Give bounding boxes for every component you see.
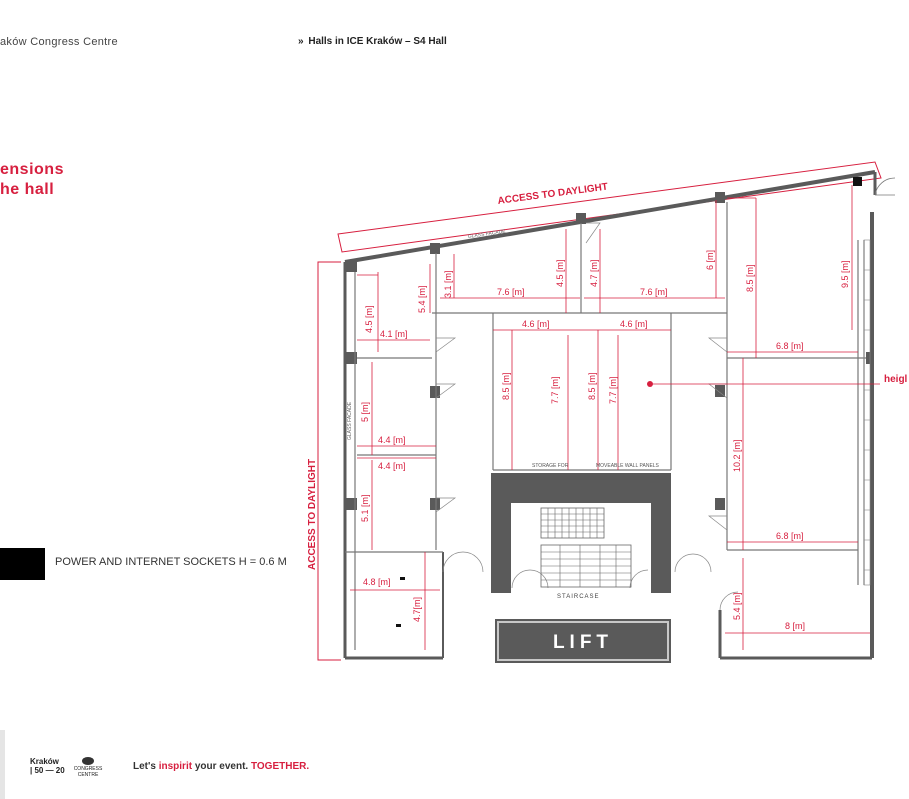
access-daylight-left-label: ACCESS TO DAYLIGHT [307, 459, 318, 570]
section-title-line1: ensions [0, 161, 64, 178]
dim-label: 8.5 [m] [745, 264, 755, 292]
dim-label: 7.6 [m] [497, 287, 525, 297]
slogan-part1: Let's [133, 761, 159, 772]
dim-label: 4.1 [m] [380, 329, 408, 339]
access-daylight-top-label: ACCESS TO DAYLIGHT [497, 182, 609, 207]
height-marker-dot [647, 381, 653, 387]
dim-label: 3.1 [m] [443, 270, 453, 298]
outer-walls [343, 170, 877, 660]
right-windows [863, 239, 871, 586]
dim-label: 4.4 [m] [378, 461, 406, 471]
header-breadcrumb: » Halls in ICE Kraków – S4 Hall [298, 36, 447, 47]
footer-slogan: Let's inspirit your event. TOGETHER. [133, 761, 309, 772]
dim-label: 4.5 [m] [364, 305, 374, 333]
sockets-legend-label: POWER AND INTERNET SOCKETS H = 0.6 M [55, 556, 287, 568]
dim-label: 4.8 [m] [363, 577, 391, 587]
slogan-together: TOGETHER. [250, 761, 310, 772]
breadcrumb-text: Halls in ICE Kraków – S4 Hall [308, 36, 447, 47]
dim-label: 4.7 [m] [589, 259, 599, 287]
core-block [491, 473, 671, 593]
dim-label: 6 [m] [705, 250, 715, 270]
daylight-band-left [317, 261, 341, 661]
lift-sign: LIFT [495, 619, 671, 663]
glass-facade-top-label: GLASS FACADE [467, 229, 506, 240]
storage-label: STORAGE FOR [532, 463, 569, 469]
dim-label: 4.6 [m] [620, 319, 648, 329]
dim-label: 8.5 [m] [501, 372, 511, 400]
door-top-right [874, 177, 896, 196]
dim-label: 4.6 [m] [522, 319, 550, 329]
dim-label: 7.7 [m] [550, 376, 560, 404]
dim-label: 5.1 [m] [360, 494, 370, 522]
slogan-inspirit: inspirit [158, 761, 193, 772]
dim-label: 4.5 [m] [555, 259, 565, 287]
glass-facade-left-label: GLASS FACADE [347, 401, 353, 440]
partitions [345, 202, 866, 650]
footer-ice-logo: CONGRESS CENTRE [72, 757, 104, 778]
lift-label: LIFT [553, 632, 613, 653]
socket-mark [396, 624, 401, 627]
footer-accent-bar [0, 730, 5, 799]
dim-label: 10.2 [m] [732, 439, 742, 472]
ice-seal-icon [82, 757, 94, 765]
floor-plan: ACCESS TO DAYLIGHT ACCESS TO DAYLIGHT GL… [307, 161, 908, 663]
dim-label: 7.6 [m] [640, 287, 668, 297]
dimension-lines [350, 185, 880, 650]
dim-label: 8 [m] [785, 621, 805, 631]
dim-label: 4.7[m] [412, 597, 422, 622]
wall-panels-label: MOVEABLE WALL PANELS [596, 463, 660, 469]
dim-label: 5.4 [m] [417, 285, 427, 313]
dim-label: 4.4 [m] [378, 435, 406, 445]
dim-label: 8.5 [m] [587, 372, 597, 400]
daylight-band-top [337, 161, 882, 253]
dim-label: 7.7 [m] [608, 376, 618, 404]
socket-mark [400, 577, 405, 580]
breadcrumb-marker: » [298, 36, 304, 47]
header-venue-name: aków Congress Centre [0, 36, 118, 48]
dim-label: 5 [m] [360, 402, 370, 422]
height-label: heigl [884, 374, 908, 385]
krakow-logo-line2: | 50 — 20 [30, 766, 65, 775]
staircase-label: STAIRCASE [557, 594, 600, 600]
dim-label: 6.8 [m] [776, 341, 804, 351]
slogan-part2: your event. [192, 761, 251, 772]
footer-krakow-logo: Kraków | 50 — 20 [30, 757, 65, 775]
ice-logo-text: CONGRESS CENTRE [73, 766, 103, 778]
section-title-line2: he hall [0, 181, 55, 198]
krakow-logo-line1: Kraków [30, 757, 59, 766]
dim-label: 9.5 [m] [840, 260, 850, 288]
section-title: ensions he hall [0, 160, 64, 200]
sockets-legend-swatch [0, 548, 45, 580]
dim-label: 5.4 [m] [732, 592, 742, 620]
dim-label: 6.8 [m] [776, 531, 804, 541]
